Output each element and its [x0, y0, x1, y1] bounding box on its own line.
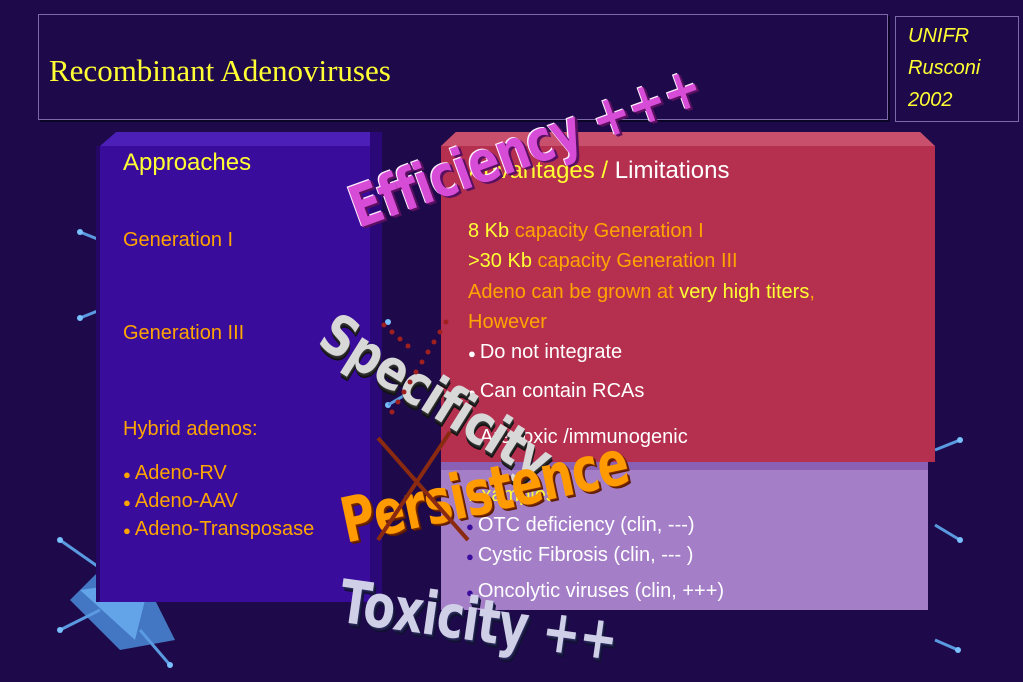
left-panel-edge	[96, 146, 100, 602]
list-item: ●Are toxic /immunogenic	[468, 426, 688, 448]
credit-year: 2002	[908, 89, 953, 111]
advantage-line-2: >30 Kb capacity Generation III	[468, 250, 738, 272]
title-frame: Recombinant Adenoviruses	[38, 14, 888, 120]
advantages-panel	[441, 146, 935, 462]
red-panel-top	[441, 132, 935, 146]
credit-institution: UNIFR	[908, 25, 970, 47]
list-item: ●Adeno-Transposase	[123, 518, 315, 540]
list-item: ●OTC deficiency (clin, ---)	[466, 514, 695, 536]
approaches-gen1: Generation I	[123, 229, 234, 251]
approaches-heading: Approaches	[123, 149, 252, 176]
examples-panel	[441, 470, 928, 610]
bullet-icon: ●	[468, 431, 476, 446]
advantage-line-1: 8 Kb capacity Generation I	[468, 220, 704, 242]
list-item: ●Do not integrate	[468, 341, 623, 363]
decorative-star-right	[934, 437, 963, 653]
bullet-icon: ●	[123, 495, 131, 510]
approaches-gen3: Generation III	[123, 322, 245, 344]
bullet-icon: ●	[468, 385, 476, 400]
bullet-icon: ●	[123, 467, 131, 482]
credit-frame: UNIFR Rusconi 2002	[895, 16, 1019, 122]
advantages-heading: Advantages / Limitations	[468, 157, 730, 184]
bullet-icon: ●	[466, 549, 474, 564]
bullet-icon: ●	[466, 519, 474, 534]
list-item: ●Can contain RCAs	[468, 380, 645, 402]
credit-author: Rusconi	[908, 57, 981, 79]
however-label: However	[468, 311, 547, 333]
bullet-icon: ●	[466, 585, 474, 600]
page-title: Recombinant Adenoviruses	[49, 53, 391, 88]
examples-heading: Examples	[468, 484, 556, 506]
list-item: ●Adeno-RV	[123, 462, 227, 484]
list-item: ●Oncolytic viruses (clin, +++)	[466, 580, 725, 602]
advantage-line-3: Adeno can be grown at very high titers,	[468, 281, 815, 303]
list-item: ●Adeno-AAV	[123, 490, 238, 512]
left-panel-top	[100, 132, 370, 146]
approaches-panel	[100, 146, 370, 602]
list-item: ●Cystic Fibrosis (clin, --- )	[466, 544, 694, 566]
bullet-icon: ●	[468, 346, 476, 361]
bullet-icon: ●	[123, 523, 131, 538]
approaches-hybrid: Hybrid adenos:	[123, 418, 258, 440]
violet-panel-top	[441, 462, 928, 470]
